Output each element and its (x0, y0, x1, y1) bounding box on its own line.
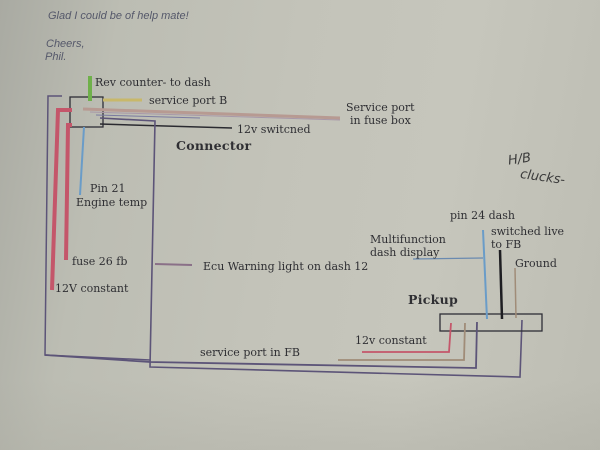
label-ground: Ground (515, 257, 557, 270)
wire-pin24 (482, 229, 488, 320)
label-12v-switched: 12v switcned (237, 123, 311, 136)
label-pin21-2: Engine temp (76, 196, 148, 209)
label-pin24: pin 24 dash (450, 209, 515, 222)
wire-12v-constant-pickup (362, 322, 452, 353)
label-ecu-warning: Ecu Warning light on dash 12 (203, 260, 369, 273)
letter-name: Phil. (45, 51, 67, 63)
wire-ecu-warning (154, 263, 193, 266)
handwritten-note-1: H/B (507, 150, 533, 169)
wire-service-port-fusebox (82, 107, 341, 120)
wire-pin21 (79, 126, 85, 196)
wire-12v-switched (99, 123, 233, 129)
label-multifunction-1: Multifunction (370, 233, 446, 246)
label-switched-live-2: to FB (491, 238, 522, 251)
pickup-box (439, 313, 543, 332)
label-multifunction-2: dash display (370, 246, 440, 259)
label-service-port-b: service port B (149, 94, 228, 107)
connector-title: Connector (176, 138, 252, 153)
letter-signoff: Cheers, (46, 38, 85, 50)
label-service-port-fb: service port in FB (200, 346, 300, 359)
wire-pickup-loop-1 (44, 321, 478, 369)
label-pin21-1: Pin 21 (90, 182, 126, 195)
label-service-port-fusebox-1: Service port (346, 101, 415, 114)
label-fuse26: fuse 26 fb (72, 255, 128, 268)
pickup-title: Pickup (408, 292, 459, 307)
wire-connector-blue-line (95, 114, 201, 119)
label-rev-counter: Rev counter- to dash (95, 76, 211, 89)
wire-ecu-vertical (99, 117, 523, 378)
wire-fuse26 (64, 123, 72, 261)
wire-service-port-fusebox-edge (89, 111, 341, 121)
letter-line: Glad I could be of help mate! (48, 10, 189, 22)
label-12v-constant-left: 12V constant (55, 282, 129, 295)
wire-service-port-fb (338, 322, 466, 361)
wire-switched-live (498, 249, 504, 320)
label-12v-constant-pickup: 12v constant (355, 334, 427, 347)
wire-pin24-multifunction (412, 257, 484, 260)
wire-ground (514, 267, 517, 319)
wire-left-loop (44, 95, 151, 361)
wire-12v-constant-left (50, 108, 72, 291)
label-service-port-fusebox-2: in fuse box (350, 114, 411, 127)
label-switched-live-1: switched live (491, 225, 565, 238)
